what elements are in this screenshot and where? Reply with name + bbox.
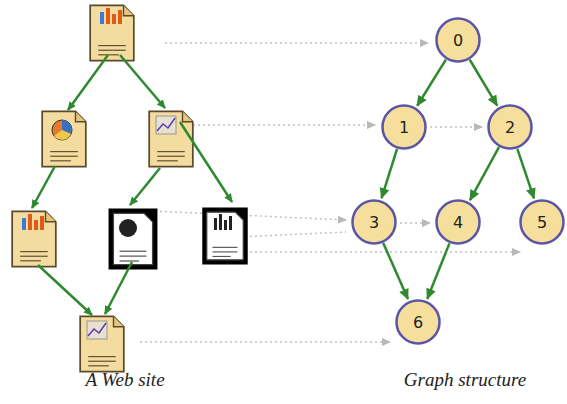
caption-label: A Web site [85,369,164,391]
graph-node: 2 [487,104,533,150]
link-arrow [382,149,398,198]
link-arrow [383,243,408,299]
graph-node: 5 [519,199,565,245]
link-arrow [427,243,449,298]
graph-node: 3 [351,199,397,245]
node-number: 2 [487,104,533,150]
node-number: 0 [435,17,481,63]
link-arrow [470,147,499,200]
graph-node: 6 [395,299,441,345]
node-number: 4 [435,199,481,245]
link-arrow [417,60,446,106]
graph-node: 4 [435,199,481,245]
graph-node: 0 [435,17,481,63]
node-number: 6 [395,299,441,345]
link-arrow [470,60,497,106]
link-arrow [517,149,534,199]
node-number: 5 [519,199,565,245]
node-number: 1 [381,104,427,150]
caption-label: Graph structure [404,369,526,391]
graph-node: 1 [381,104,427,150]
node-number: 3 [351,199,397,245]
